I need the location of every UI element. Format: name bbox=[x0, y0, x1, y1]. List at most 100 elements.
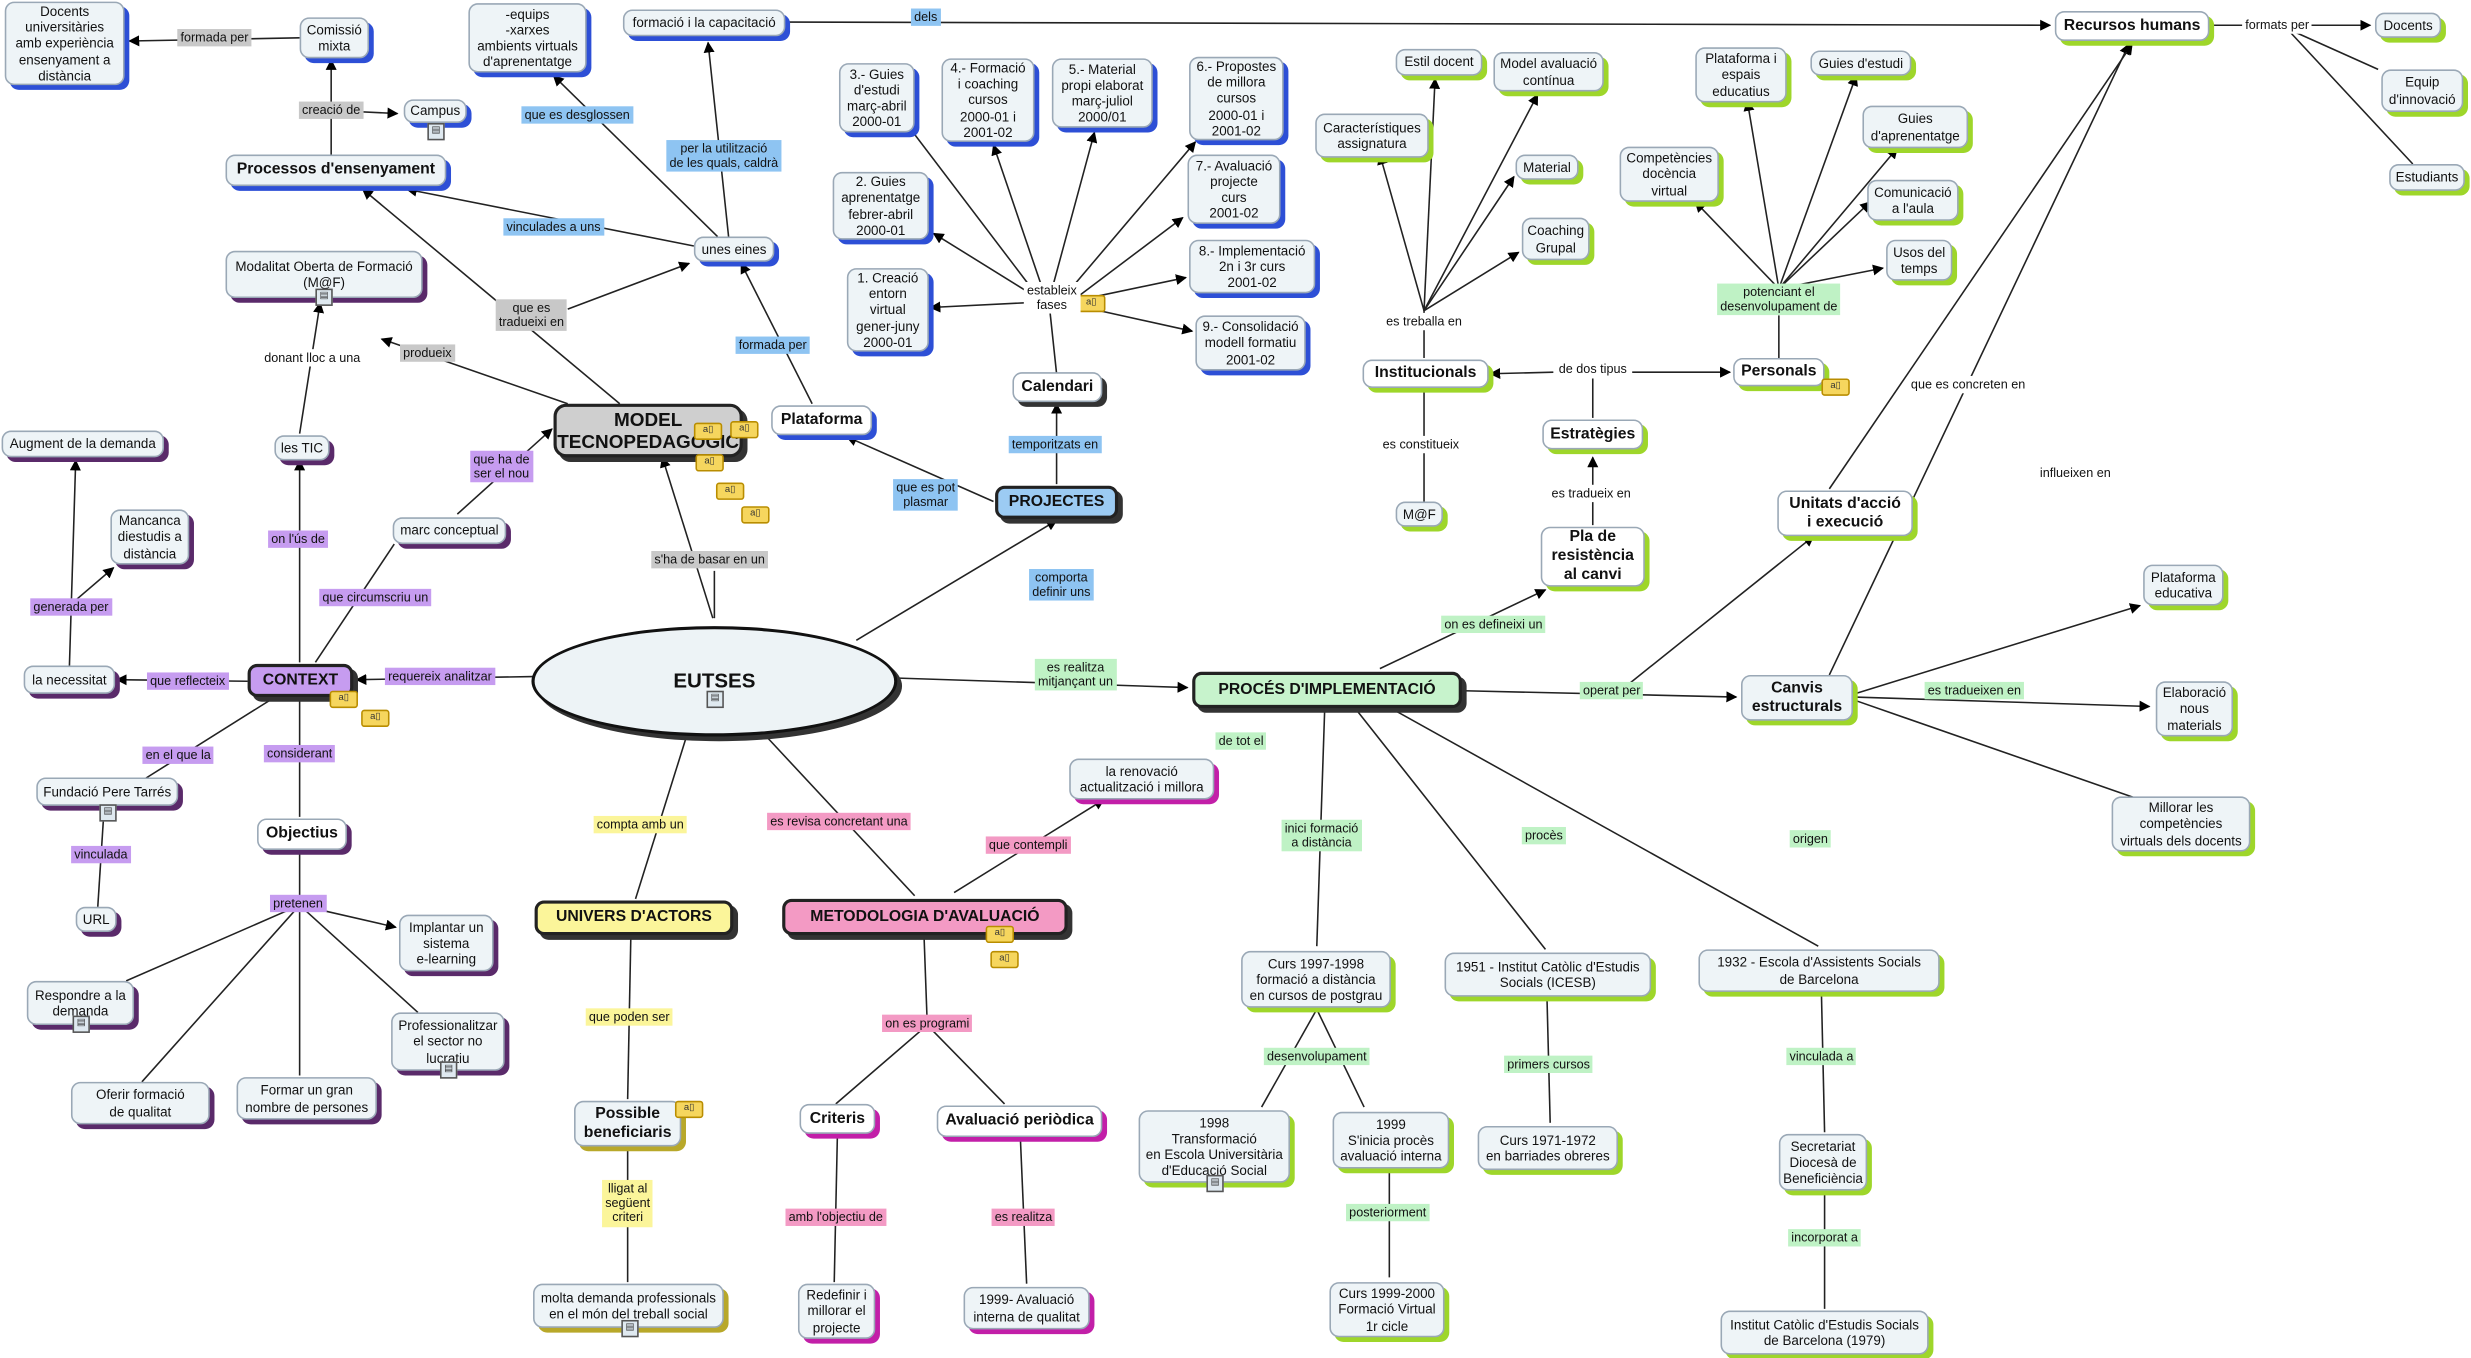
plataforma-educativa-node[interactable]: Plataforma educativa bbox=[2143, 564, 2224, 606]
note-icon[interactable]: a▯ bbox=[695, 454, 724, 472]
attachment-icon[interactable]: ▤ bbox=[706, 690, 724, 709]
coaching-grupal-node[interactable]: Coaching Grupal bbox=[1521, 217, 1590, 261]
renovacio-label: la renovació actualització i millora bbox=[1079, 762, 1204, 795]
avaluacio-periodica-node[interactable]: Avaluació periòdica bbox=[936, 1105, 1103, 1138]
curs-1971-node[interactable]: Curs 1971-1972 en barriades obreres bbox=[1477, 1125, 1619, 1171]
criteris-node[interactable]: Criteris bbox=[799, 1103, 876, 1134]
personals-node[interactable]: Personals bbox=[1733, 357, 1825, 387]
equips-xarxes-node[interactable]: -equips -xarxes ambients virtuals d'apre… bbox=[468, 3, 587, 73]
plataforma-espais-node[interactable]: Plataforma i espais educatius bbox=[1695, 47, 1787, 103]
eutses-center-node[interactable]: EUTSES bbox=[531, 626, 898, 737]
caracteristiques-node[interactable]: Característiques assignatura bbox=[1315, 113, 1429, 158]
guies-aprenentatge-node[interactable]: Guies d'aprenentatge bbox=[1862, 105, 1969, 149]
pla-resistencia-node[interactable]: Pla de resistència al canvi bbox=[1540, 526, 1645, 587]
url-node[interactable]: URL bbox=[75, 906, 117, 933]
proces-implementacio-node[interactable]: PROCÉS D'IMPLEMENTACIÓ bbox=[1192, 671, 1462, 709]
note-icon[interactable]: a▯ bbox=[1821, 378, 1850, 396]
objectius-node[interactable]: Objectius bbox=[257, 818, 347, 851]
fase-6-node[interactable]: 6.- Propostes de millora cursos 2000-01 … bbox=[1189, 56, 1284, 141]
curs-1997-node[interactable]: Curs 1997-1998 formació a distància en c… bbox=[1241, 950, 1391, 1008]
unes-eines-node[interactable]: unes eines bbox=[693, 236, 775, 262]
attachment-icon[interactable]: ▤ bbox=[72, 1015, 90, 1033]
fase-9-node[interactable]: 9.- Consolidació modell formatiu 2001-02 bbox=[1195, 315, 1306, 371]
univers-actors-node[interactable]: UNIVERS D'ACTORS bbox=[534, 900, 734, 936]
fase-5-node[interactable]: 5.- Material propi elaborat març-juliol … bbox=[1051, 58, 1153, 128]
escola-1932-node[interactable]: 1932 - Escola d'Assistents Socials de Ba… bbox=[1698, 949, 1940, 992]
augment-demanda-node[interactable]: Augment de la demanda bbox=[1, 430, 165, 458]
note-icon[interactable]: a▯ bbox=[715, 482, 745, 500]
note-icon[interactable]: a▯ bbox=[693, 422, 723, 440]
comunicacio-node[interactable]: Comunicació a l'aula bbox=[1867, 179, 1959, 221]
attachment-icon[interactable]: ▤ bbox=[427, 123, 445, 141]
plataforma-node[interactable]: Plataforma bbox=[771, 405, 873, 436]
unitats-accio-node[interactable]: Unitats d'acció i execució bbox=[1777, 490, 1913, 537]
elaboracio-node[interactable]: Elaboració nous materials bbox=[2155, 681, 2234, 737]
professionalitzar-node[interactable]: Professionalitzar el sector no lucratiu bbox=[391, 1012, 505, 1071]
fase-1-node[interactable]: 1. Creació entorn virtual gener-juny 200… bbox=[846, 268, 929, 352]
note-icon[interactable]: a▯ bbox=[1077, 294, 1106, 313]
curs-1999-node[interactable]: Curs 1999-2000 Formació Virtual 1r cicle bbox=[1329, 1282, 1445, 1338]
implantar-node[interactable]: Implantar un sistema e-learning bbox=[398, 914, 494, 972]
note-icon[interactable]: a▯ bbox=[741, 506, 770, 524]
competencies-node[interactable]: Competències docència virtual bbox=[1619, 146, 1719, 202]
inicia-1999-node[interactable]: 1999 S'inicia procès avaluació interna bbox=[1332, 1111, 1450, 1169]
docents-rh-node[interactable]: Docents bbox=[2374, 12, 2442, 38]
attachment-icon[interactable]: ▤ bbox=[315, 288, 333, 306]
institucionals-node[interactable]: Institucionals bbox=[1362, 359, 1489, 388]
necessitat-node[interactable]: la necessitat bbox=[23, 665, 116, 694]
fase-3-node[interactable]: 3.- Guies d'estudi març-abril 2000-01 bbox=[838, 63, 915, 133]
guies-estudi-node[interactable]: Guies d'estudi bbox=[1810, 50, 1912, 76]
respondre-node[interactable]: Respondre a la demanda bbox=[26, 980, 135, 1026]
attachment-icon[interactable]: ▤ bbox=[99, 804, 117, 822]
fase-7-node[interactable]: 7.- Avaluació projecte curs 2001-02 bbox=[1187, 154, 1281, 224]
marc-conceptual-node[interactable]: marc conceptual bbox=[392, 517, 507, 545]
note-icon[interactable]: a▯ bbox=[990, 950, 1019, 969]
attachment-icon[interactable]: ▤ bbox=[439, 1061, 458, 1079]
material-node[interactable]: Material bbox=[1515, 154, 1579, 180]
attachment-icon[interactable]: ▤ bbox=[1206, 1174, 1224, 1193]
usos-temps-node[interactable]: Usos del temps bbox=[1886, 239, 1953, 281]
projectes-node[interactable]: PROJECTES bbox=[995, 485, 1119, 519]
transformacio-1998-node[interactable]: 1998 Transformació en Escola Universitàr… bbox=[1138, 1110, 1290, 1183]
les-tic-node[interactable]: les TIC bbox=[274, 435, 330, 461]
fundacio-node[interactable]: Fundació Pere Tarrés bbox=[36, 777, 179, 806]
docents-universitaries-node[interactable]: Docents universitàries amb experiència e… bbox=[4, 1, 125, 86]
recursos-humans-node[interactable]: Recursos humans bbox=[2054, 11, 2210, 42]
millorar-competencies-node[interactable]: Millorar les competències virtuals dels … bbox=[2111, 796, 2251, 852]
link-label: que reflecteix bbox=[146, 672, 229, 691]
institut-1979-node[interactable]: Institut Catòlic d'Estudis Socials de Ba… bbox=[1720, 1310, 1929, 1355]
estrategies-label: Estratègies bbox=[1550, 425, 1636, 443]
note-icon[interactable]: a▯ bbox=[361, 709, 390, 727]
redefinir-node[interactable]: Redefinir i millorar el projecte bbox=[797, 1283, 876, 1339]
attachment-icon[interactable]: ▤ bbox=[621, 1319, 639, 1338]
fase-2-node[interactable]: 2. Guies aprenentatge febrer-abril 2000-… bbox=[832, 171, 929, 240]
note-icon[interactable]: a▯ bbox=[730, 421, 759, 439]
canvis-estructurals-node[interactable]: Canvis estructurals bbox=[1741, 674, 1853, 721]
processos-ensenyament-node[interactable]: Processos d'ensenyament bbox=[225, 154, 447, 187]
note-icon[interactable]: a▯ bbox=[329, 690, 358, 709]
fase-4-node[interactable]: 4.- Formació i coaching cursos 2000-01 i… bbox=[941, 58, 1035, 142]
note-icon[interactable]: a▯ bbox=[674, 1100, 704, 1119]
maf-node[interactable]: M@F bbox=[1395, 501, 1443, 527]
note-icon[interactable]: a▯ bbox=[985, 925, 1015, 944]
model-avaluacio-node[interactable]: Model avaluació contínua bbox=[1493, 52, 1604, 92]
oferir-node[interactable]: Oferir formació de qualitat bbox=[70, 1081, 210, 1125]
possible-beneficiaris-node[interactable]: Possible beneficiaris bbox=[574, 1100, 682, 1147]
calendari-node[interactable]: Calendari bbox=[1012, 372, 1103, 403]
estil-docent-node[interactable]: Estil docent bbox=[1395, 48, 1483, 76]
formar-node[interactable]: Formar un gran nombre de persones bbox=[236, 1077, 377, 1120]
estudiants-node[interactable]: Estudiants bbox=[2389, 164, 2465, 191]
estrategies-node[interactable]: Estratègies bbox=[1542, 419, 1644, 450]
metodologia-avaluacio-node[interactable]: METODOLOGIA D'AVALUACIÓ bbox=[782, 898, 1068, 936]
comissio-mixta-node[interactable]: Comissió mixta bbox=[299, 17, 370, 59]
renovacio-node[interactable]: la renovació actualització i millora bbox=[1069, 758, 1215, 800]
formacio-capacitacio-node[interactable]: formació i la capacitació bbox=[622, 9, 786, 37]
secretariat-node[interactable]: Secretariat Diocesà de Beneficiència bbox=[1778, 1133, 1868, 1191]
fase-8-node[interactable]: 8.- Implementació 2n i 3r curs 2001-02 bbox=[1189, 239, 1316, 294]
link-label: vinculada a bbox=[1786, 1047, 1857, 1066]
campus-node[interactable]: Campus bbox=[403, 99, 467, 124]
equip-innovacio-node[interactable]: Equip d'innovació bbox=[2381, 69, 2464, 112]
avaluacio-1999-node[interactable]: 1999- Avaluació interna de qualitat bbox=[963, 1286, 1090, 1330]
mancanca-node[interactable]: Mancanca diestudis a distància bbox=[110, 509, 190, 565]
icesb-node[interactable]: 1951 - Institut Catòlic d'Estudis Social… bbox=[1444, 952, 1652, 997]
